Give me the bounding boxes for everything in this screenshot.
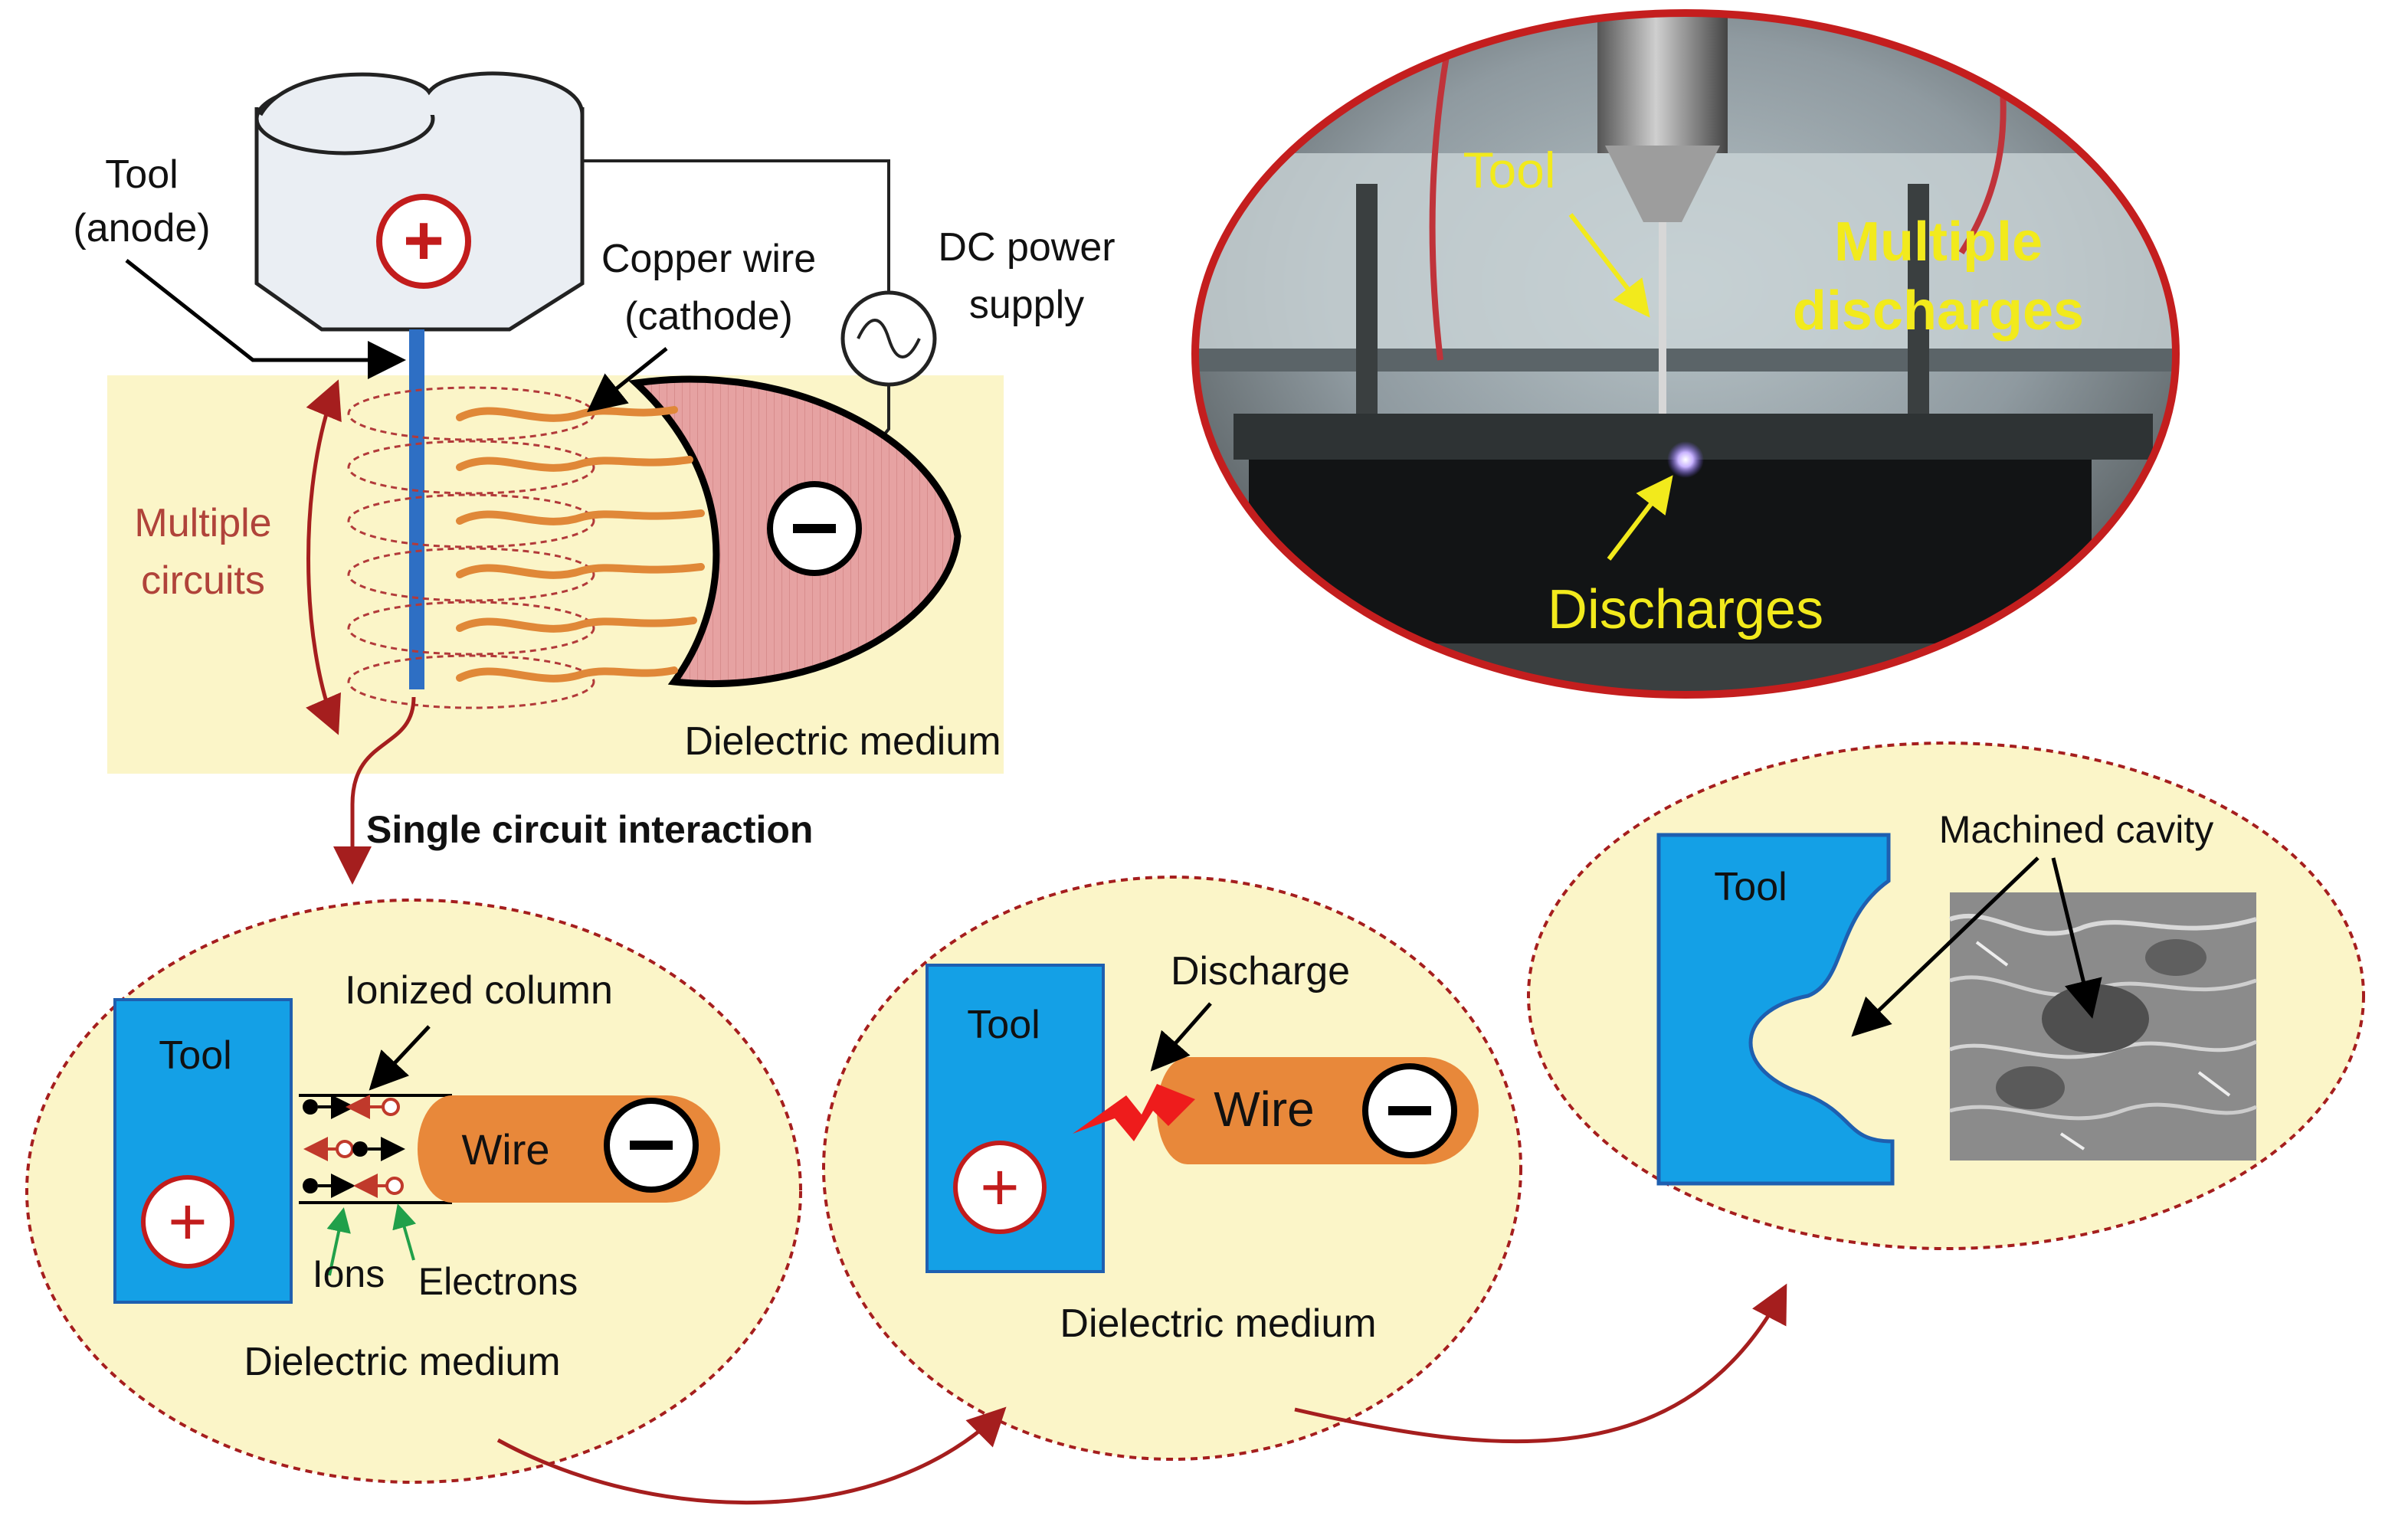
dc-power-supply-symbol <box>840 290 937 387</box>
photo-tool-label: Tool <box>1463 142 1555 198</box>
anode-plus-text: + <box>403 201 444 280</box>
stage2-tool-label: Tool <box>967 1003 1040 1047</box>
circuit-loops <box>347 386 595 709</box>
top-schematic: + <box>73 71 1116 885</box>
cathode-minus-bar <box>793 524 836 533</box>
multiple-circuits-label-line1: Multiple <box>134 501 271 545</box>
photo-tool-arrow <box>1568 213 1650 318</box>
ions-label: Ions <box>313 1252 385 1295</box>
photo-discharges-arrow <box>1607 475 1673 561</box>
flow-arrow-2-to-3 <box>1294 1283 1787 1444</box>
stage2-minus-bar <box>1388 1106 1431 1115</box>
stage-ionization: Tool + Wire Ionized column <box>25 899 802 1484</box>
dc-power-label-line2: supply <box>969 283 1084 327</box>
ionized-column-label: Ionized column <box>345 968 613 1013</box>
dc-power-label-line1: DC power <box>938 225 1115 270</box>
electrons-label: Electrons <box>418 1260 578 1303</box>
stage-machined: Tool Machined cavity <box>1527 741 2365 1250</box>
discharge-label: Discharge <box>1171 949 1350 994</box>
stage2-wire-label: Wire <box>1214 1082 1315 1137</box>
anode-plus-symbol <box>376 194 471 289</box>
discharge-spark-bolt <box>1073 1084 1195 1141</box>
stage2-plus-symbol <box>953 1141 1047 1234</box>
stage1-dielectric-label: Dielectric medium <box>244 1340 560 1384</box>
stage1-plus-symbol <box>141 1175 234 1269</box>
copper-wires <box>456 406 705 683</box>
electrons-arrow <box>392 1203 417 1261</box>
copper-wire-label-line1: Copper wire <box>601 237 816 281</box>
discharge-spark <box>1667 441 1704 478</box>
stage1-plus-text: + <box>168 1183 207 1259</box>
sem-micrograph <box>1948 892 2258 1161</box>
tool-holder: + <box>254 71 585 332</box>
discharge-arrow <box>1150 1002 1212 1072</box>
experimental-photo: Tool Multiple discharges Discharges <box>1191 9 2180 699</box>
flow-arrow-1-to-2 <box>496 1406 1007 1505</box>
dielectric-medium-label-top: Dielectric medium <box>684 719 1001 764</box>
tool-anode-label-line1: Tool <box>105 152 178 197</box>
photo-border <box>1191 9 2180 699</box>
copper-wire-arrow <box>587 347 668 413</box>
tool-anode-arrow <box>125 259 406 379</box>
machined-cavity-arrow-sem <box>2051 857 2102 1019</box>
tool-electrode <box>409 329 424 689</box>
copper-wire-label-line2: (cathode) <box>624 294 793 339</box>
stage1-wire-label: Wire <box>461 1125 549 1174</box>
supply-line <box>582 159 890 291</box>
multiple-circuits-label-line2: circuits <box>141 558 265 603</box>
tool-anode-label-line2: (anode) <box>73 206 210 250</box>
photo-multiple-discharges-line2: discharges <box>1793 280 2084 342</box>
stage-discharge: Tool + Wire Discharge Dielectric medium <box>822 876 1522 1461</box>
machined-cavity-arrow-tool <box>1851 856 2039 1037</box>
machined-cavity-label: Machined cavity <box>1939 808 2214 851</box>
particle-flow <box>303 1095 405 1198</box>
photo-discharges-label: Discharges <box>1548 579 1823 640</box>
ions-arrow <box>326 1207 351 1276</box>
stage2-dielectric-label: Dielectric medium <box>1060 1301 1376 1346</box>
stage2-plus-text: + <box>980 1149 1019 1225</box>
stage3-tool-label: Tool <box>1714 865 1787 909</box>
multiple-circuits-bracket <box>306 379 342 735</box>
stage3-tool <box>1656 833 1895 1186</box>
ionized-column-arrow <box>369 1025 431 1091</box>
stage1-minus-bar <box>630 1141 673 1150</box>
single-circuit-label: Single circuit interaction <box>366 808 813 851</box>
single-circuit-arrow <box>333 696 416 885</box>
stage1-tool-label: Tool <box>159 1033 231 1078</box>
photo-multiple-discharges-line1: Multiple <box>1834 211 2043 273</box>
